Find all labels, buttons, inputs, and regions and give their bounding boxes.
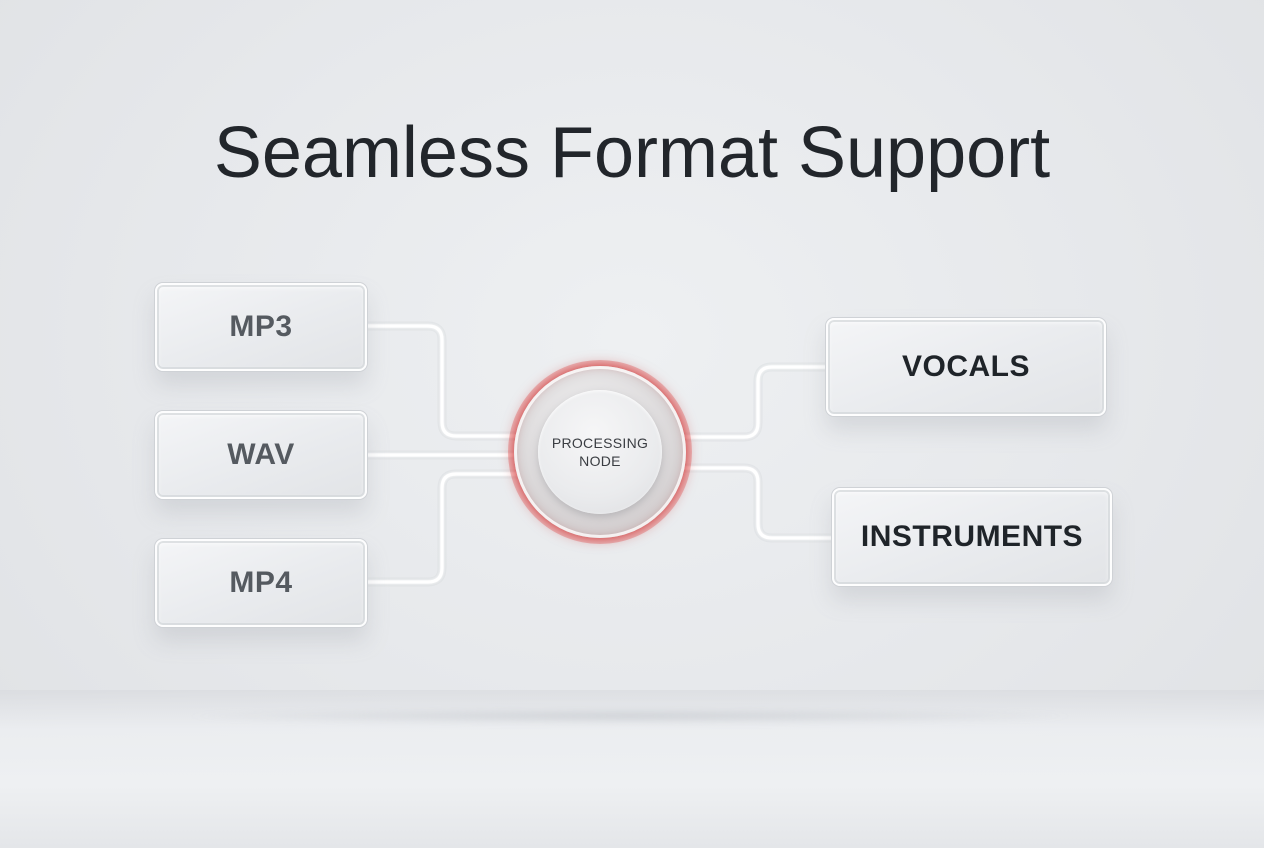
node-label-line2: NODE: [579, 453, 621, 469]
wire-mp3: [364, 324, 522, 438]
output-box-instruments[interactable]: INSTRUMENTS: [832, 488, 1112, 586]
output-box-vocals[interactable]: VOCALS: [826, 318, 1106, 416]
wire-instruments: [678, 466, 836, 540]
floor-surface: [0, 690, 1264, 848]
page-title: Seamless Format Support: [213, 113, 1051, 193]
input-box-wav[interactable]: WAV: [155, 411, 367, 499]
input-label: WAV: [227, 438, 295, 471]
node-label-line1: PROCESSING: [551, 435, 649, 451]
input-box-mp3[interactable]: MP3: [155, 283, 367, 371]
input-box-mp4[interactable]: MP4: [155, 539, 367, 627]
input-label: MP3: [229, 310, 293, 343]
output-label: VOCALS: [901, 350, 1030, 383]
output-label: INSTRUMENTS: [860, 520, 1084, 553]
processing-node[interactable]: PROCESSING NODE: [538, 390, 662, 514]
input-label: MP4: [229, 566, 293, 599]
floor-shadow: [180, 708, 1080, 724]
wire-mp4: [364, 472, 522, 584]
wire-vocals: [678, 365, 830, 439]
